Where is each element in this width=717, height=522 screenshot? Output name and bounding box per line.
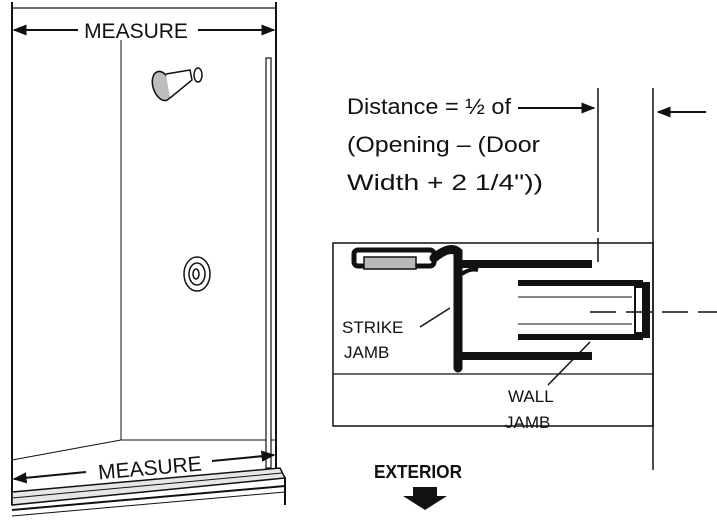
valve-handle-icon [183, 256, 211, 292]
strike-jamb-label-1: STRIKE [342, 318, 403, 337]
strike-jamb-profile [351, 245, 592, 373]
exterior-indicator: EXTERIOR [374, 462, 462, 510]
strike-jamb-label-2: JAMB [344, 343, 389, 362]
door-rail [265, 57, 272, 469]
distance-formula: Distance = ½ of (Opening – (Door Width +… [347, 94, 706, 195]
shower-head-icon [151, 67, 203, 102]
formula-line-3: Width + 2 1/4")) [347, 170, 543, 195]
exterior-label: EXTERIOR [374, 462, 462, 482]
wall-jamb-profile [518, 280, 650, 340]
formula-line-2: (Opening – (Door [347, 132, 540, 157]
shower-enclosure: MEASURE MEASURE [11, 2, 287, 517]
wall-jamb-label-2: JAMB [505, 413, 550, 432]
jamb-section-view: STRIKE JAMB WALL JAMB [332, 88, 717, 470]
tub-threshold [11, 467, 287, 506]
formula-line-1: Distance = ½ of [347, 94, 512, 119]
wall-jamb-label-1: WALL [508, 387, 554, 406]
measure-top-label: MEASURE [84, 20, 188, 43]
arrow-down-icon [403, 487, 447, 510]
